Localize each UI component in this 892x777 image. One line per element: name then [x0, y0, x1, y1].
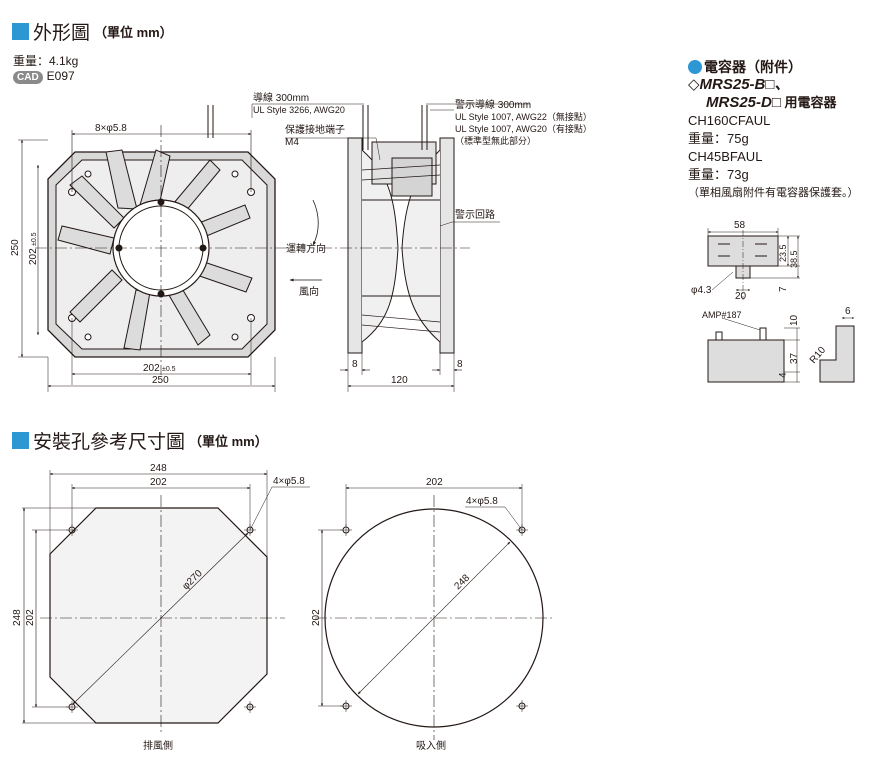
- model-line-2: MRS25-D□: [706, 94, 781, 111]
- cap-dim-h1: 23.5: [778, 244, 788, 262]
- mount-in-holes: 4×φ5.8: [466, 496, 498, 507]
- cap-dim-w: 58: [734, 220, 746, 231]
- mount-ex-caption: 排風側: [143, 739, 173, 752]
- mount-ex-w-inner: 202: [150, 477, 167, 488]
- dim-width-total: 250: [152, 375, 169, 386]
- weight-text: 重量：4.1kg: [13, 54, 79, 68]
- section-title-text: 安裝孔參考尺寸圖: [33, 432, 186, 453]
- dim-height-inner: 202: [28, 248, 39, 265]
- cap-dim-6: 6: [845, 306, 851, 317]
- fan-front-view: [18, 105, 290, 392]
- airflow-label: 風向: [299, 285, 319, 298]
- section-unit: （單位 mm）: [94, 25, 173, 40]
- cad-code: E097: [46, 69, 75, 83]
- mount-ex-holes: 4×φ5.8: [273, 476, 305, 487]
- section-unit: （單位 mm）: [189, 434, 268, 449]
- dim-width-inner: 202: [143, 363, 160, 374]
- cap-dim-4: 4: [778, 372, 789, 378]
- model-line-1: ◇MRS25-B□、: [688, 76, 790, 93]
- capacitor-heading: 電容器（附件）: [704, 59, 802, 75]
- section-title-text: 外形圖: [33, 23, 91, 44]
- cap1-weight: 重量：75g: [688, 131, 749, 146]
- cap-dim-t: 7: [778, 286, 789, 292]
- section-square-icon: [12, 432, 29, 449]
- cad-badge: CAD: [13, 71, 43, 84]
- capacitor-note: （單相風扇附件有電容器保護套。）: [688, 187, 859, 199]
- mount-in-caption: 吸入側: [416, 739, 446, 752]
- section-title-mounting: 安裝孔參考尺寸圖 （單位 mm）: [12, 427, 268, 454]
- ground-terminal-m4: M4: [285, 137, 299, 148]
- holes-label: 8×φ5.8: [95, 123, 127, 134]
- dim-tolerance: ±0.5: [31, 232, 38, 246]
- dim-depth: 120: [391, 375, 408, 386]
- cap-dim-foot: 20: [735, 291, 747, 302]
- rotation-label: 運轉方向: [286, 242, 326, 255]
- dim-tolerance: ±0.5: [162, 366, 176, 373]
- cap2-weight: 重量：73g: [688, 167, 749, 182]
- mount-in-w-inner: 202: [426, 477, 443, 488]
- bullet-circle-icon: [688, 60, 702, 74]
- mounting-intake-drawing: [315, 484, 555, 740]
- cap-amp-label: AMP#187: [702, 310, 742, 320]
- mount-ex-h-total: 248: [12, 609, 23, 626]
- capacitor-drawing: [707, 228, 855, 383]
- alarm-wire-line1: 警示導線 300mm: [455, 98, 531, 111]
- alarm-wire-line3: UL Style 1007, AWG20（有接點）: [455, 123, 592, 134]
- lead-wire-line1: 導線 300mm: [253, 91, 309, 104]
- dim-right-8: 8: [457, 359, 463, 370]
- mount-in-diag: 248: [452, 572, 472, 592]
- mount-ex-w-total: 248: [150, 463, 167, 474]
- cap-dim-37: 37: [789, 352, 800, 364]
- cap-dim-h2: 38.5: [789, 250, 799, 268]
- alarm-wire-line2: UL Style 1007, AWG22（無接點）: [455, 111, 592, 122]
- fan-side-view: [251, 103, 530, 392]
- mount-in-h-inner: 202: [311, 609, 322, 626]
- model-line-2-suffix: 用電容器: [784, 95, 837, 110]
- dim-left-8: 8: [352, 359, 358, 370]
- section-title-outline: 外形圖 （單位 mm）: [12, 18, 173, 45]
- alarm-circuit-label: 警示回路: [455, 208, 495, 221]
- mounting-exhaust-drawing: [22, 470, 310, 735]
- cap-dim-10: 10: [789, 314, 800, 326]
- ground-terminal-label: 保護接地端子: [285, 123, 345, 136]
- section-square-icon: [12, 23, 29, 40]
- capacitor-info: 電容器（附件） ◇MRS25-B□、 MRS25-D□ 用電容器 CH160CF…: [688, 58, 859, 202]
- dim-height-total: 250: [10, 239, 21, 256]
- mount-ex-h-inner: 202: [25, 609, 36, 626]
- alarm-wire-line4: （標準型無此部分）: [455, 135, 536, 146]
- cap-dim-hole: φ4.3: [691, 285, 712, 296]
- cap2-name: CH45BFAUL: [688, 149, 763, 164]
- lead-wire-line2: UL Style 3266, AWG20: [253, 105, 345, 115]
- cap1-name: CH160CFAUL: [688, 113, 771, 128]
